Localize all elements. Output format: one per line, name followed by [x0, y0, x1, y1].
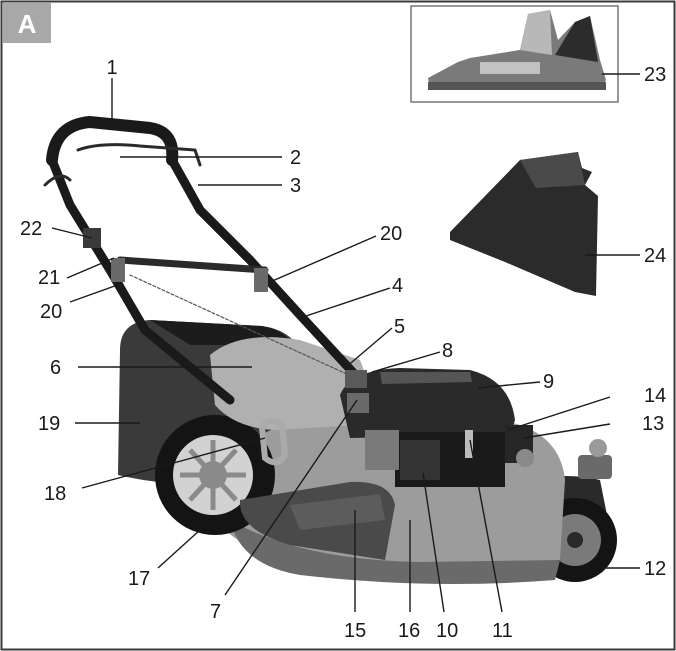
discharge-flap	[239, 481, 395, 560]
handle-right-bar	[167, 155, 365, 385]
callout-5: 5	[394, 316, 405, 338]
engine-cover	[340, 368, 515, 438]
chute-top	[520, 152, 585, 188]
rear-wheel	[155, 415, 275, 535]
callout-21: 21	[38, 267, 60, 289]
inset-plug-handle	[555, 16, 598, 62]
callout-9: 9	[543, 371, 554, 393]
handle-mount	[345, 370, 367, 388]
leader-11	[469, 439, 503, 613]
callout-14: 14	[644, 385, 666, 407]
flap-ridge	[290, 494, 385, 530]
callout-24: 24	[644, 245, 666, 267]
callout-6: 6	[50, 357, 61, 379]
leader-20b	[69, 282, 124, 303]
inset-plug-base	[428, 82, 606, 90]
leader-21	[66, 257, 115, 279]
chute-body	[450, 152, 598, 296]
leader-lines	[51, 73, 640, 613]
deck-cover	[210, 337, 368, 430]
front-wheel-caster	[578, 455, 612, 479]
callout-4: 4	[392, 275, 403, 297]
handle-grip	[46, 115, 179, 166]
callout-22: 22	[20, 218, 42, 240]
caster-knob	[589, 439, 607, 457]
callout-7: 7	[210, 601, 221, 623]
oil-dipstick	[465, 430, 473, 458]
deck-skirt	[230, 520, 560, 584]
callout-20a: 20	[380, 223, 402, 245]
callout-3: 3	[290, 175, 301, 197]
callout-labels: 1 2 3 4 5 6 7 8 9 10 11 12 13 14 15 16 1…	[20, 57, 666, 642]
inset-mulching-plug	[410, 5, 619, 103]
leader-14	[507, 396, 611, 431]
callout-19: 19	[38, 413, 60, 435]
figure-badge: A	[3, 3, 51, 43]
callout-10: 10	[436, 620, 458, 642]
callout-12: 12	[644, 558, 666, 580]
badge-letter: A	[18, 9, 37, 39]
badge-background	[3, 3, 51, 43]
callout-17: 17	[128, 568, 150, 590]
callout-13: 13	[642, 413, 664, 435]
engine-cover-top	[380, 372, 472, 384]
leader-7	[224, 399, 358, 596]
inset-plug-fin	[520, 10, 552, 55]
front-wheel-axle	[567, 532, 583, 548]
callout-15: 15	[344, 620, 366, 642]
callout-18: 18	[44, 483, 66, 505]
leader-10	[422, 472, 445, 613]
drive-bail	[43, 174, 72, 187]
engine-bracket	[365, 430, 399, 470]
leader-8	[371, 351, 441, 373]
air-filter	[400, 440, 440, 480]
spark-plug	[516, 449, 534, 467]
inset-plug-ridge	[480, 62, 540, 74]
handle-knob	[347, 393, 369, 413]
handle-clamp-right	[254, 268, 268, 292]
height-lever-loop	[258, 417, 289, 466]
leader-17	[157, 529, 201, 569]
callout-20b: 20	[40, 301, 62, 323]
leader-20a	[269, 235, 377, 283]
handle-crossbar	[116, 256, 269, 274]
callout-1: 1	[106, 57, 117, 79]
safety-bail	[76, 143, 202, 167]
inset-plug-body	[428, 10, 606, 90]
leader-4	[299, 287, 391, 319]
callout-23: 23	[644, 64, 666, 86]
rear-wheel-spokes	[180, 440, 246, 510]
deck-cover-body	[210, 337, 368, 430]
leader-22	[51, 227, 93, 239]
callout-2: 2	[290, 147, 301, 169]
callout-8: 8	[442, 340, 453, 362]
callout-11: 11	[492, 620, 513, 642]
leader-13	[523, 423, 611, 439]
handle-left-bar	[47, 155, 235, 405]
leader-5	[344, 327, 393, 369]
throttle-cable	[129, 274, 361, 381]
handle-clamp-left	[111, 258, 125, 282]
engine	[340, 368, 534, 487]
leader-9	[477, 381, 541, 389]
handle-fittings	[83, 228, 369, 413]
callout-16: 16	[398, 620, 420, 642]
handle-assembly	[43, 115, 365, 405]
side-discharge-chute	[450, 152, 598, 296]
leader-18	[81, 437, 266, 489]
height-adjust-lever	[258, 417, 289, 466]
